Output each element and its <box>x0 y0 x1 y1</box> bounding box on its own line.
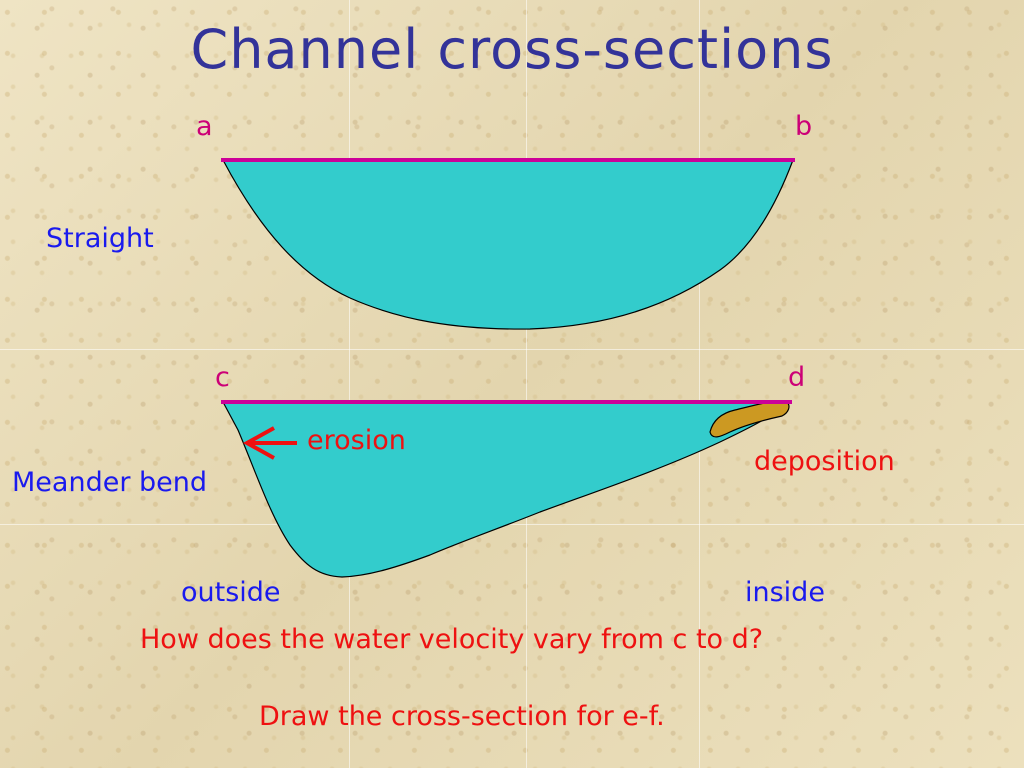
point-label-c: c <box>215 362 230 393</box>
point-label-a: a <box>196 111 213 142</box>
erosion-label: erosion <box>307 425 406 456</box>
straight-label: Straight <box>46 223 154 254</box>
deposition-sediment <box>709 400 790 438</box>
tile-gridline <box>0 524 1024 525</box>
inside-label: inside <box>745 577 825 608</box>
straight-channel-water <box>222 159 794 330</box>
question-draw-cross-section: Draw the cross-section for e-f. <box>259 701 665 732</box>
deposition-label: deposition <box>754 446 895 477</box>
question-velocity: How does the water velocity vary from c … <box>140 624 764 655</box>
point-label-b: b <box>795 111 813 142</box>
erosion-arrow <box>242 426 297 460</box>
tile-gridline <box>349 0 350 768</box>
meander-channel-water <box>221 401 792 578</box>
meander-bend-label: Meander bend <box>12 467 207 498</box>
tile-gridline <box>699 0 700 768</box>
tile-gridline <box>526 0 527 768</box>
point-label-d: d <box>788 362 806 393</box>
outside-label: outside <box>181 577 281 608</box>
tile-gridline <box>0 349 1024 350</box>
slide-title: Channel cross-sections <box>190 18 834 81</box>
